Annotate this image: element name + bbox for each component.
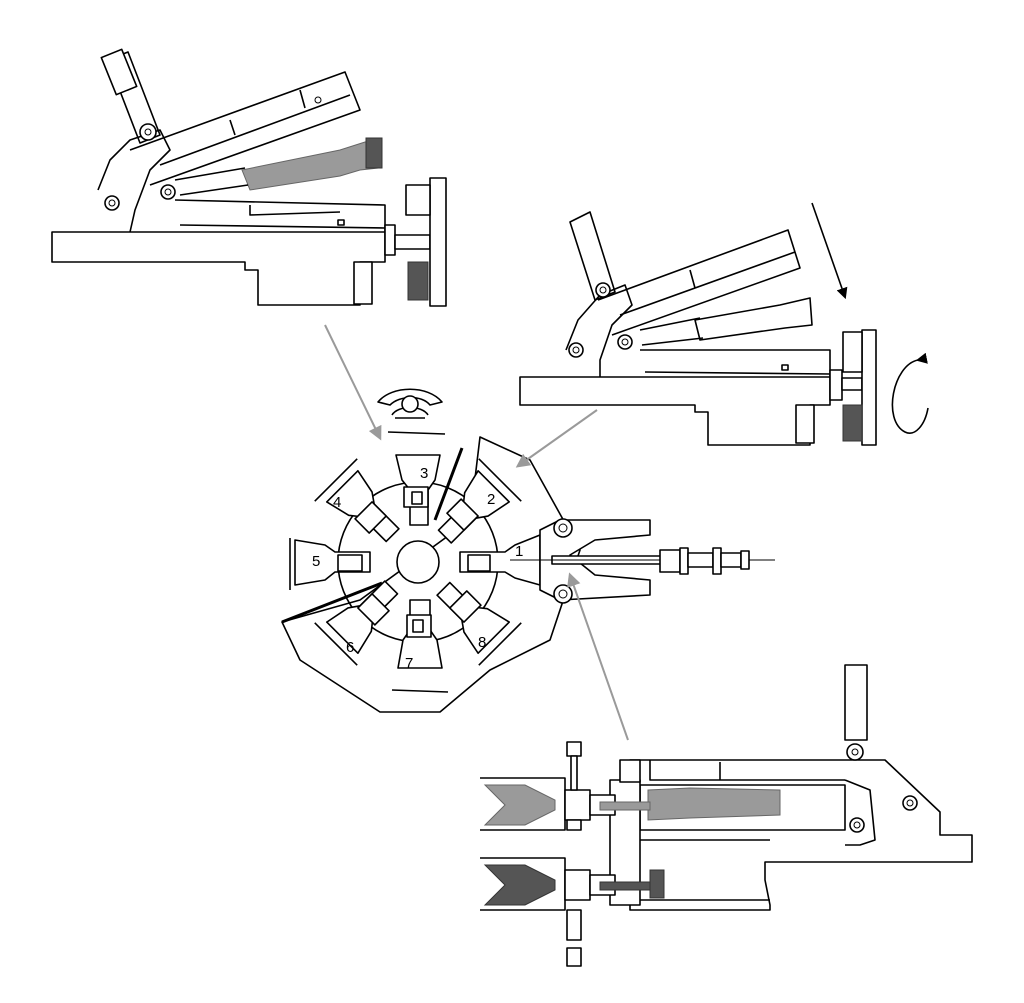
arrow-top-right-to-turret [515, 409, 598, 468]
station-label-2: 2 [487, 491, 495, 508]
down-arrow-icon [811, 202, 848, 300]
station-label-8: 8 [478, 634, 486, 651]
mold-unit-top-right [519, 202, 929, 446]
station-label-3: 3 [420, 465, 428, 482]
station-label-5: 5 [312, 553, 320, 570]
station-label-7: 7 [405, 655, 413, 672]
rotation-arrow-icon [891, 352, 929, 434]
station-label-4: 4 [333, 494, 341, 511]
eye-icon [377, 388, 443, 419]
station-label-6: 6 [346, 639, 354, 656]
station-label-1: 1 [515, 543, 523, 560]
injection-clamp-arm [510, 518, 775, 604]
mold-unit-top-left [51, 48, 447, 307]
arrow-top-left-to-turret [324, 324, 382, 441]
connector-arrows [324, 324, 629, 741]
arrow-bottom-to-turret [567, 572, 629, 741]
turret-stations [289, 431, 541, 693]
rotary-turret: 1 2 3 4 5 6 7 8 [281, 388, 775, 713]
injection-unit-bottom-right [480, 664, 973, 967]
